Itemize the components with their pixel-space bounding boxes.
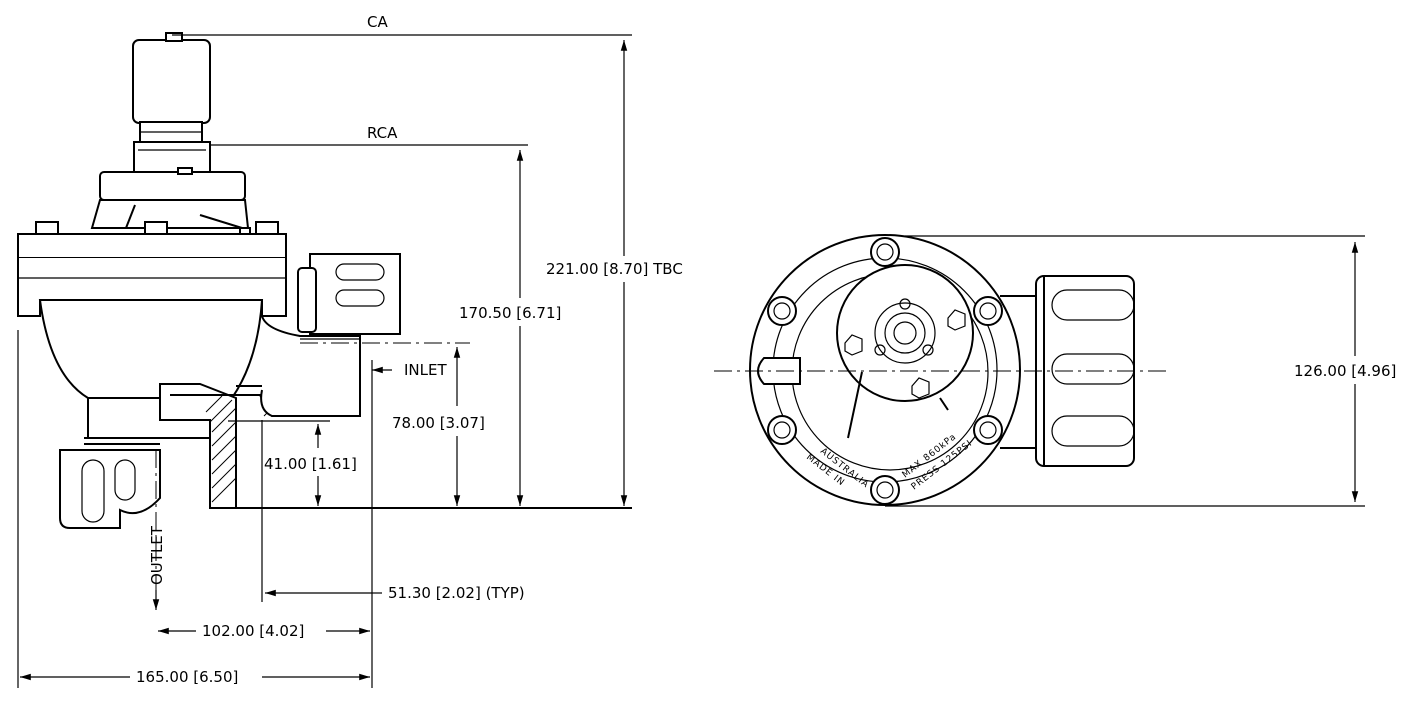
side-view xyxy=(17,32,632,688)
dim-inlet-height: 78.00 [3.07] xyxy=(392,414,485,432)
diaphragm-flange xyxy=(17,233,287,317)
dim-overall-height: 221.00 [8.70] TBC xyxy=(546,260,683,278)
top-bolts xyxy=(767,237,1003,505)
dim-port-offset: 51.30 [2.02] (TYP) xyxy=(388,584,525,602)
ca-label: CA xyxy=(367,13,388,31)
dim-body-width: 126.00 [4.96] xyxy=(1294,362,1396,380)
top-view: MADE IN AUSTRALIA MAX 860kPa PRESS 125PS… xyxy=(714,234,1170,506)
dim-overall-length: 165.00 [6.50] xyxy=(136,668,238,686)
pilot-head xyxy=(836,264,974,402)
dim-outlet-height: 41.00 [1.61] xyxy=(264,455,357,473)
dim-rca-height: 170.50 [6.71] xyxy=(459,304,561,322)
flange-bolts xyxy=(35,167,279,235)
inlet-elbow xyxy=(260,253,401,417)
pilot-cover xyxy=(90,171,250,229)
top-dimensions xyxy=(885,235,1365,507)
dim-inlet-outlet: 102.00 [4.02] xyxy=(202,622,304,640)
side-dimensions xyxy=(19,34,632,681)
outlet-fitting xyxy=(59,449,161,529)
outlet-label: OUTLET xyxy=(148,525,166,585)
inlet-label: INLET xyxy=(404,361,447,379)
rca-label: RCA xyxy=(367,124,398,142)
solenoid-coil xyxy=(132,32,211,173)
